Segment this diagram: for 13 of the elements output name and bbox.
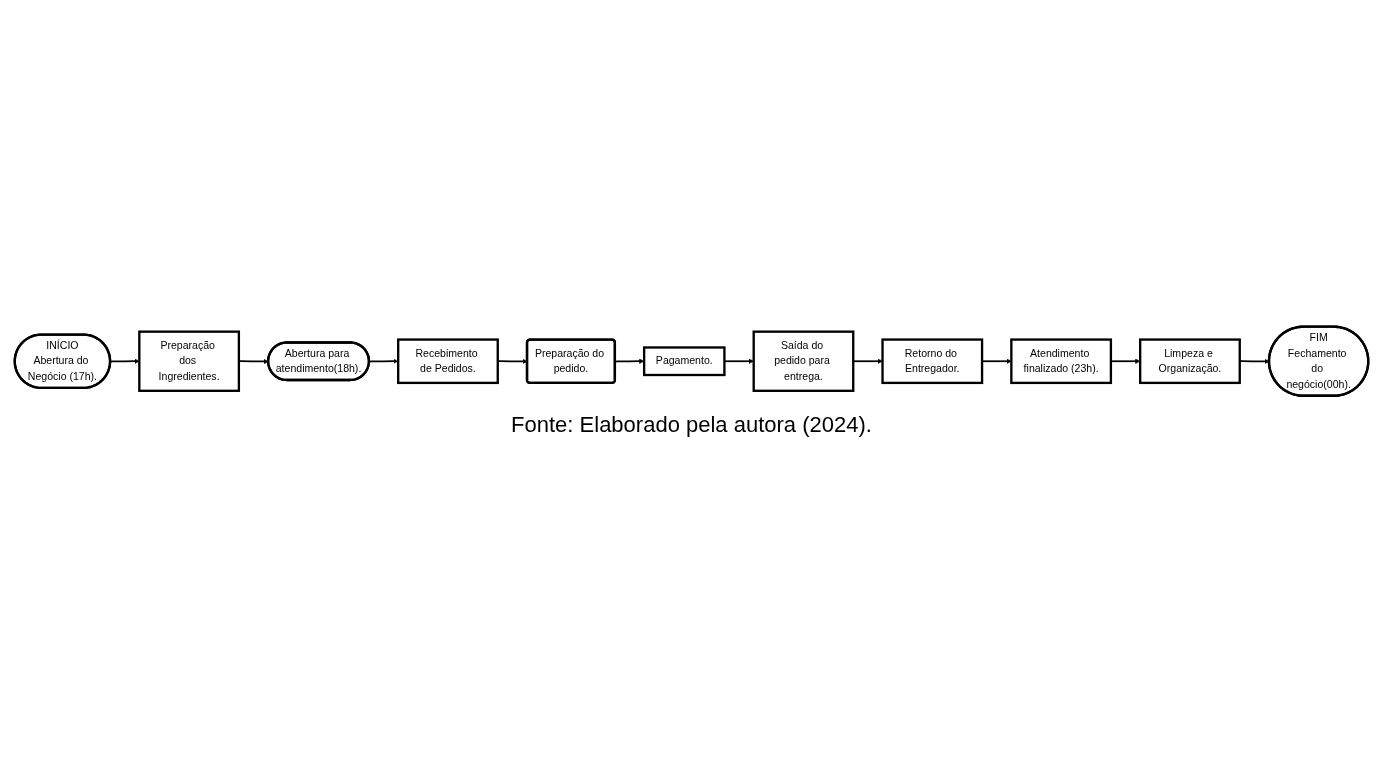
node-box: Recebimento de Pedidos.	[397, 338, 499, 384]
node-box: Retorno do Entregador.	[881, 338, 984, 384]
node-box: Atendimento finalizado (23h).	[1010, 338, 1113, 384]
arrow	[109, 358, 140, 364]
node-box: Pagamento.	[642, 346, 726, 376]
caption: Fonte: Elaborado pela autora (2024).	[511, 412, 872, 439]
node-box: Preparação dos Ingredientes.	[138, 330, 241, 392]
arrow	[1110, 358, 1141, 364]
node-box: Saída do pedido para entrega.	[752, 330, 855, 392]
arrow	[614, 358, 645, 364]
arrow	[368, 358, 399, 364]
node-box: Limpeza e Organização.	[1139, 338, 1241, 384]
arrow	[238, 358, 269, 364]
